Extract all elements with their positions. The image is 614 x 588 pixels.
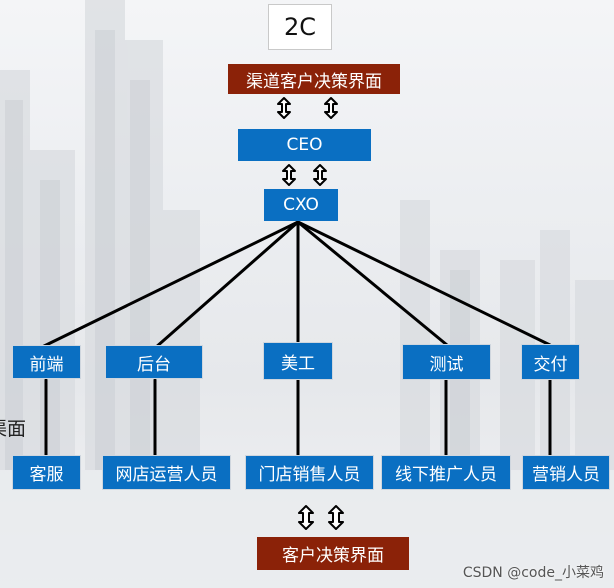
dept-backend-box: 后台 [105, 345, 203, 379]
ceo-box: CEO [238, 129, 371, 161]
role-customer-service-box: 客服 [12, 455, 81, 490]
up-down-arrow-icon [313, 164, 327, 186]
cxo-box: CXO [264, 189, 338, 221]
dept-delivery-box: 交付 [521, 344, 580, 380]
dept-design-box: 美工 [263, 342, 333, 380]
line-cxo-backend [153, 220, 300, 350]
up-down-arrow-icon [298, 505, 314, 530]
role-online-store-ops-box: 网店运营人员 [102, 455, 231, 490]
up-down-arrow-icon [328, 505, 344, 530]
left-partial-text: 渠面 [0, 418, 27, 440]
dept-frontend-box: 前端 [12, 345, 81, 379]
line-cxo-delivery [296, 220, 552, 347]
role-marketing-box: 营销人员 [522, 455, 610, 490]
line-cxo-testing [296, 220, 449, 347]
watermark: CSDN @code_小菜鸡 [462, 565, 604, 581]
line-cxo-frontend [38, 220, 300, 350]
up-down-arrow-icon [277, 97, 291, 119]
dept-testing-box: 测试 [402, 344, 491, 380]
role-offline-promotion-box: 线下推广人员 [381, 455, 511, 490]
role-store-sales-box: 门店销售人员 [245, 455, 374, 490]
header-label-box: 2C [268, 4, 332, 50]
customer-decision-box: 客户决策界面 [257, 537, 409, 570]
up-down-arrow-icon [282, 164, 296, 186]
up-down-arrow-icon [324, 97, 338, 119]
channel-decision-box: 渠道客户决策界面 [228, 64, 400, 94]
